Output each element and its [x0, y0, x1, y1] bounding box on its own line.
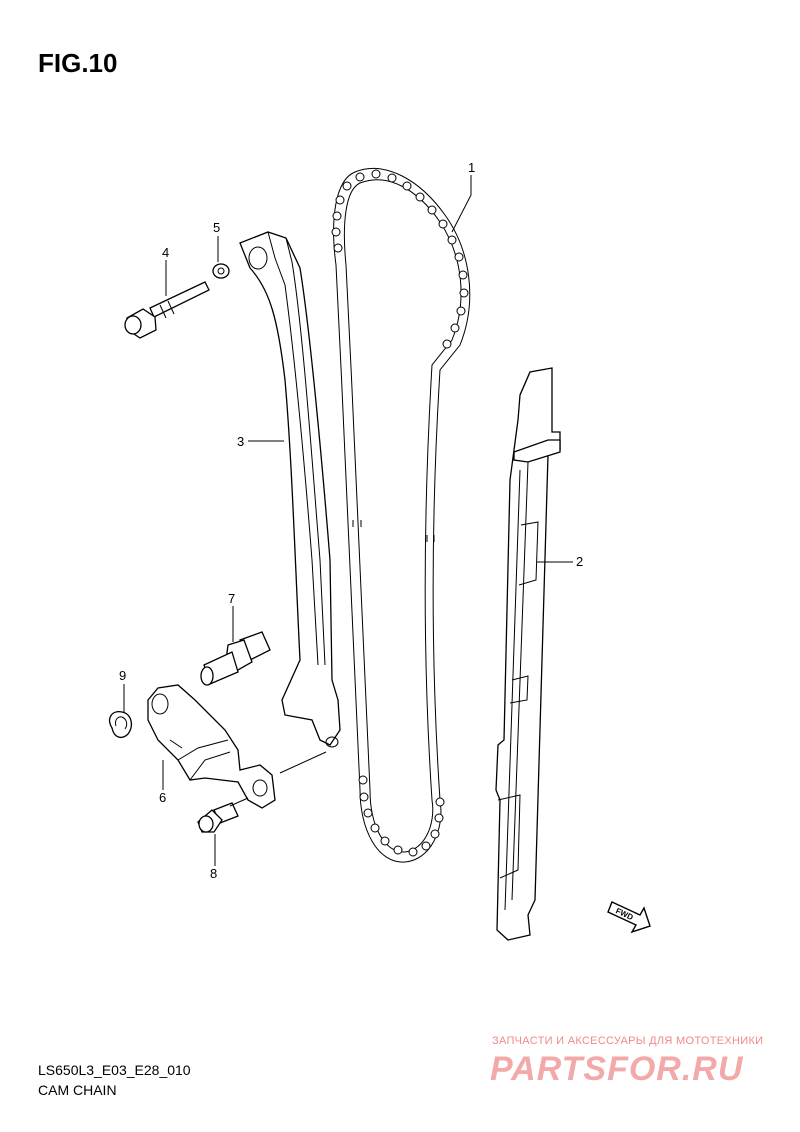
callout-5: 5 [213, 220, 220, 235]
washer [212, 263, 230, 279]
callouts: 1 2 3 4 5 6 7 8 9 [119, 160, 583, 881]
callout-2: 2 [576, 554, 583, 569]
tensioner-adjuster [147, 684, 276, 809]
cam-chain [331, 168, 471, 863]
circlip [108, 711, 133, 739]
adjuster-bolt [197, 802, 239, 833]
watermark-logo: PARTSFOR.RU [490, 1050, 744, 1088]
watermark-tagline: ЗАПЧАСТИ И АКСЕССУАРЫ ДЛЯ МОТОТЕХНИКИ [492, 1035, 764, 1047]
tensioner-blade [239, 231, 341, 748]
diagram-caption: CAM CHAIN [38, 1082, 117, 1098]
callout-3: 3 [237, 434, 244, 449]
leader-lines [123, 175, 573, 866]
chain-guide [495, 367, 561, 941]
callout-8: 8 [210, 866, 217, 881]
callout-9: 9 [119, 668, 126, 683]
figure-title: FIG.10 [38, 48, 118, 78]
tensioner-stud [200, 631, 271, 686]
fwd-arrow-icon: FWD [607, 901, 651, 934]
callout-4: 4 [162, 245, 169, 260]
callout-1: 1 [468, 160, 475, 175]
pivot-bolt [124, 281, 210, 339]
assembly-lines [229, 751, 327, 807]
diagram-code: LS650L3_E03_E28_010 [38, 1062, 191, 1078]
callout-7: 7 [228, 591, 235, 606]
callout-6: 6 [159, 790, 166, 805]
